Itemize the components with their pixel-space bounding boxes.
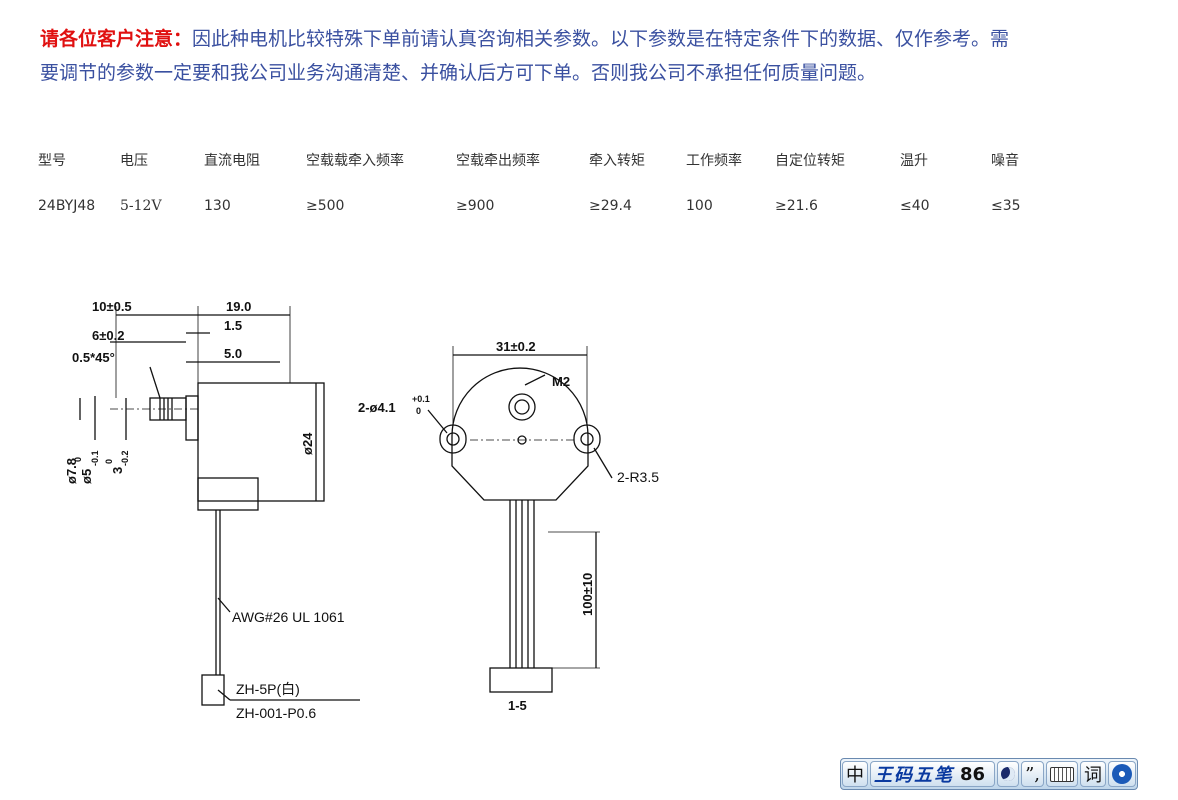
value-working-freq: 100 (686, 198, 713, 214)
chamfer-label: 0.5*45° (72, 350, 115, 365)
dim-label-31: 31±0.2 (496, 339, 536, 354)
dim-label-19: 19.0 (226, 299, 251, 314)
pin-label: 1-5 (508, 698, 527, 713)
header-no-load-pull-out: 空载牵出频率 (456, 153, 540, 169)
hole-label: 2-ø4.1 (358, 400, 396, 415)
connector-side (201, 674, 225, 706)
header-temp-rise: 温升 (900, 153, 928, 169)
wire-leader (217, 597, 231, 613)
notice-warning-prefix: 请各位客户注意： (40, 28, 193, 50)
shaft-front (514, 399, 530, 415)
header-no-load-pull-in: 空载载牵入频率 (306, 153, 404, 169)
dia-5-tol-lower: -0.1 (90, 450, 100, 466)
value-no-load-pull-in: ≥500 (306, 198, 345, 214)
notice-paragraph: 请各位客户注意：因此种电机比较特殊下单前请认真咨询相关参数。以下参数是在特定条件… (40, 22, 1010, 90)
radius-label: 2-R3.5 (617, 469, 659, 485)
dia-label-78: ø7.8 (64, 458, 79, 484)
header-dc-resistance: 直流电阻 (204, 153, 260, 169)
mount-ear-right (573, 424, 601, 454)
ime-settings-button[interactable] (1108, 761, 1136, 787)
motor-technical-drawing: 10±0.5 19.0 1.5 6±0.2 5.0 0.5*45° ø24 ø7… (64, 299, 659, 721)
spec-table: 型号 电压 直流电阻 空载载牵入频率 空载牵出频率 牵入转矩 工作频率 自定位转… (38, 150, 1021, 222)
value-voltage: 5-12V (120, 198, 162, 214)
value-noise: ≤35 (991, 198, 1021, 214)
ime-toolbar: 中 王码五笔 86 ”, 词 (840, 758, 1138, 790)
dim-label-10: 10±0.5 (92, 299, 132, 314)
dim-3-tol-upper: 0 (104, 459, 114, 464)
hole-tol-upper: +0.1 (412, 394, 430, 404)
radius-leader (593, 447, 613, 479)
wire-exit-housing (197, 477, 259, 511)
boss (185, 395, 199, 441)
value-temp-rise: ≤40 (900, 198, 930, 214)
value-pull-in-torque: ≥29.4 (589, 198, 632, 214)
header-voltage: 电压 (120, 153, 148, 169)
spec-value-row: 24BYJ48 5-12V 130 ≥500 ≥900 ≥29.4 100 ≥2… (38, 198, 1021, 222)
connector-leader (217, 689, 231, 701)
value-model: 24BYJ48 (38, 198, 96, 214)
punctuation-toggle[interactable]: ”, (1021, 761, 1044, 787)
side-view-labels: 10±0.5 19.0 1.5 6±0.2 5.0 0.5*45° ø24 ø7… (64, 299, 345, 721)
side-view (79, 306, 360, 706)
value-detent-torque: ≥21.6 (775, 198, 818, 214)
value-dc-resistance: 130 (204, 198, 231, 214)
front-view (427, 346, 613, 693)
header-model: 型号 (38, 153, 66, 169)
motor-body-outline (197, 382, 325, 502)
ime-mode-toggle[interactable]: 中 (842, 761, 868, 787)
connector-label: ZH-5P(白) (236, 681, 300, 697)
m2-leader (524, 374, 546, 386)
connector-front (489, 667, 553, 693)
dim-label-3: 3 (110, 467, 125, 474)
word-button[interactable]: 词 (1080, 761, 1106, 787)
gear-icon (1112, 764, 1132, 784)
shaft-boss (508, 393, 536, 421)
front-view-labels: 31±0.2 2-ø4.1 +0.1 0 M2 2-R3.5 100±10 1-… (358, 339, 659, 713)
dim-label-5: 5.0 (224, 346, 242, 361)
notice-text: 因此种电机比较特殊下单前请认真咨询相关参数。以下参数是在特定条件下的数据、仅作参… (40, 28, 1010, 84)
dim-3-tol-lower: -0.2 (120, 450, 130, 466)
keyboard-icon (1050, 766, 1074, 782)
value-no-load-pull-out: ≥900 (456, 198, 495, 214)
half-width-toggle[interactable] (997, 761, 1020, 787)
header-detent-torque: 自定位转矩 (775, 153, 845, 169)
spec-header-row: 型号 电压 直流电阻 空载载牵入频率 空载牵出频率 牵入转矩 工作频率 自定位转… (38, 150, 1019, 174)
dim-label-15: 1.5 (224, 318, 242, 333)
header-pull-in-torque: 牵入转矩 (589, 153, 645, 169)
dim-label-6: 6±0.2 (92, 328, 124, 343)
dia-label-24: ø24 (300, 432, 315, 455)
moon-icon (1001, 767, 1016, 781)
wire-label: AWG#26 UL 1061 (232, 609, 345, 625)
ime-name: 王码五笔 (874, 765, 954, 786)
hole-leader (427, 409, 448, 434)
header-working-freq: 工作频率 (686, 153, 742, 169)
ime-version: 86 (960, 763, 986, 785)
mount-hole-right (580, 432, 594, 446)
soft-keyboard-button[interactable] (1046, 761, 1078, 787)
m2-label: M2 (552, 374, 570, 389)
chamfer-leader (149, 366, 161, 399)
mount-hole-left (446, 432, 460, 446)
dia-5-tol-upper: 0 (73, 457, 83, 462)
ime-name-button[interactable]: 王码五笔 86 (870, 761, 996, 787)
header-noise: 噪音 (991, 153, 1019, 169)
lead-length-label: 100±10 (580, 573, 595, 616)
hole-tol-lower: 0 (416, 406, 421, 416)
dia-label-5: ø5 (79, 469, 94, 484)
terminal-label: ZH-001-P0.6 (236, 705, 316, 721)
